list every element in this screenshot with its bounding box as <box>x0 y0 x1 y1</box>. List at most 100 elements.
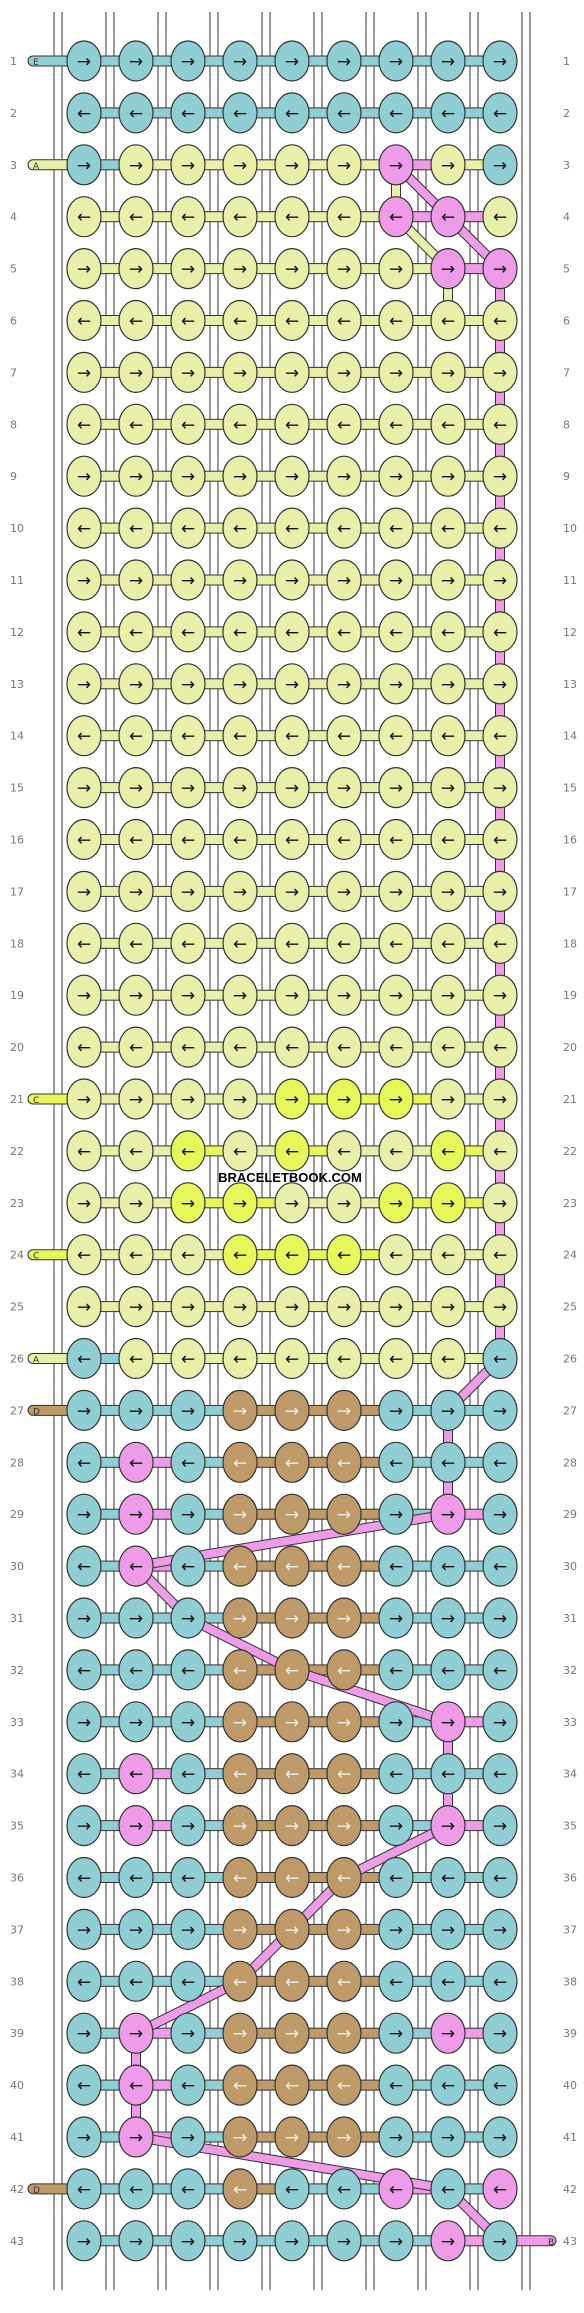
arrow-left-icon: ← <box>285 2180 299 2200</box>
arrow-left-icon: ← <box>181 2180 195 2200</box>
knot <box>274 663 310 705</box>
arrow-left-icon: ← <box>389 934 403 954</box>
arrow-right-icon: → <box>337 571 351 591</box>
arrow-right-icon: → <box>181 52 195 72</box>
row-number: 4 <box>563 211 570 224</box>
knot <box>430 715 466 757</box>
arrow-left-icon: ← <box>389 1142 403 1162</box>
knot <box>326 663 362 705</box>
knot <box>118 1182 154 1224</box>
knot <box>274 1545 310 1587</box>
arrow-right-icon: → <box>77 467 91 487</box>
arrow-left-icon: ← <box>181 1869 195 1889</box>
knot <box>170 196 206 238</box>
arrow-left-icon: ← <box>129 1453 143 1473</box>
row-number: 1 <box>563 55 570 68</box>
knot <box>378 507 414 549</box>
arrow-right-icon: → <box>389 1920 403 1940</box>
string-letter: D <box>33 2186 40 2196</box>
knot <box>274 351 310 393</box>
arrow-left-icon: ← <box>441 1765 455 1785</box>
knot <box>66 818 102 861</box>
knot <box>326 2116 362 2158</box>
knot <box>170 2220 206 2262</box>
knot <box>326 2012 362 2054</box>
arrow-left-icon: ← <box>285 1661 299 1681</box>
knot <box>482 559 518 601</box>
arrow-left-icon: ← <box>129 1972 143 1992</box>
knot <box>222 974 258 1016</box>
arrow-left-icon: ← <box>441 415 455 435</box>
arrow-right-icon: → <box>181 1609 195 1629</box>
arrow-left-icon: ← <box>441 2076 455 2096</box>
knot <box>482 1493 518 1535</box>
knot <box>170 663 206 705</box>
knot <box>482 2064 518 2106</box>
arrow-right-icon: → <box>181 1920 195 1940</box>
arrow-right-icon: → <box>285 1401 299 1421</box>
knot <box>430 922 466 964</box>
knot <box>482 2220 518 2262</box>
arrow-left-icon: ← <box>77 1453 91 1473</box>
knot <box>274 1804 310 1847</box>
thread-path <box>340 1821 452 1882</box>
arrow-left-icon: ← <box>389 1661 403 1681</box>
knot <box>274 1441 310 1483</box>
arrow-right-icon: → <box>77 1401 91 1421</box>
knot <box>378 1234 414 1276</box>
arrow-right-icon: → <box>77 1090 91 1110</box>
arrow-right-icon: → <box>77 260 91 280</box>
knot <box>326 1545 362 1587</box>
arrow-right-icon: → <box>285 467 299 487</box>
arrow-right-icon: → <box>493 882 507 902</box>
arrow-left-icon: ← <box>493 1869 507 1889</box>
arrow-left-icon: ← <box>337 1350 351 1370</box>
knot <box>222 870 258 913</box>
arrow-left-icon: ← <box>181 1246 195 1266</box>
knot <box>222 1337 258 1380</box>
knot <box>170 715 206 757</box>
arrow-right-icon: → <box>285 2232 299 2252</box>
knot <box>430 92 466 134</box>
arrow-left-icon: ← <box>389 2180 403 2200</box>
arrow-right-icon: → <box>493 467 507 487</box>
arrow-left-icon: ← <box>389 831 403 851</box>
arrow-right-icon: → <box>285 986 299 1006</box>
knot <box>170 2064 206 2106</box>
knot <box>222 1649 258 1691</box>
thread-path <box>184 1614 296 1674</box>
knot <box>118 1441 154 1483</box>
arrow-left-icon: ← <box>441 1350 455 1370</box>
arrow-left-icon: ← <box>129 934 143 954</box>
arrow-left-icon: ← <box>337 1453 351 1473</box>
arrow-left-icon: ← <box>77 1142 91 1162</box>
knot <box>66 92 102 134</box>
arrow-left-icon: ← <box>233 2076 247 2096</box>
arrow-left-icon: ← <box>181 934 195 954</box>
knot <box>66 1701 102 1743</box>
knot <box>430 1493 466 1535</box>
knot <box>378 299 414 342</box>
knot <box>222 1856 258 1899</box>
knot <box>482 507 518 549</box>
knot <box>222 1234 258 1276</box>
arrow-right-icon: → <box>181 882 195 902</box>
knot <box>378 248 414 290</box>
arrow-right-icon: → <box>129 1505 143 1525</box>
knot <box>482 1856 518 1899</box>
arrow-left-icon: ← <box>129 1350 143 1370</box>
arrow-right-icon: → <box>285 260 299 280</box>
knot <box>326 1597 362 1639</box>
knot <box>274 1389 310 1432</box>
knot <box>378 2220 414 2262</box>
arrow-left-icon: ← <box>389 1765 403 1785</box>
row-number: 37 <box>563 1923 577 1936</box>
arrow-left-icon: ← <box>389 1038 403 1058</box>
knot <box>482 1649 518 1691</box>
arrow-right-icon: → <box>129 1401 143 1421</box>
knot <box>274 1493 310 1535</box>
knot <box>274 455 310 497</box>
arrow-left-icon: ← <box>233 934 247 954</box>
